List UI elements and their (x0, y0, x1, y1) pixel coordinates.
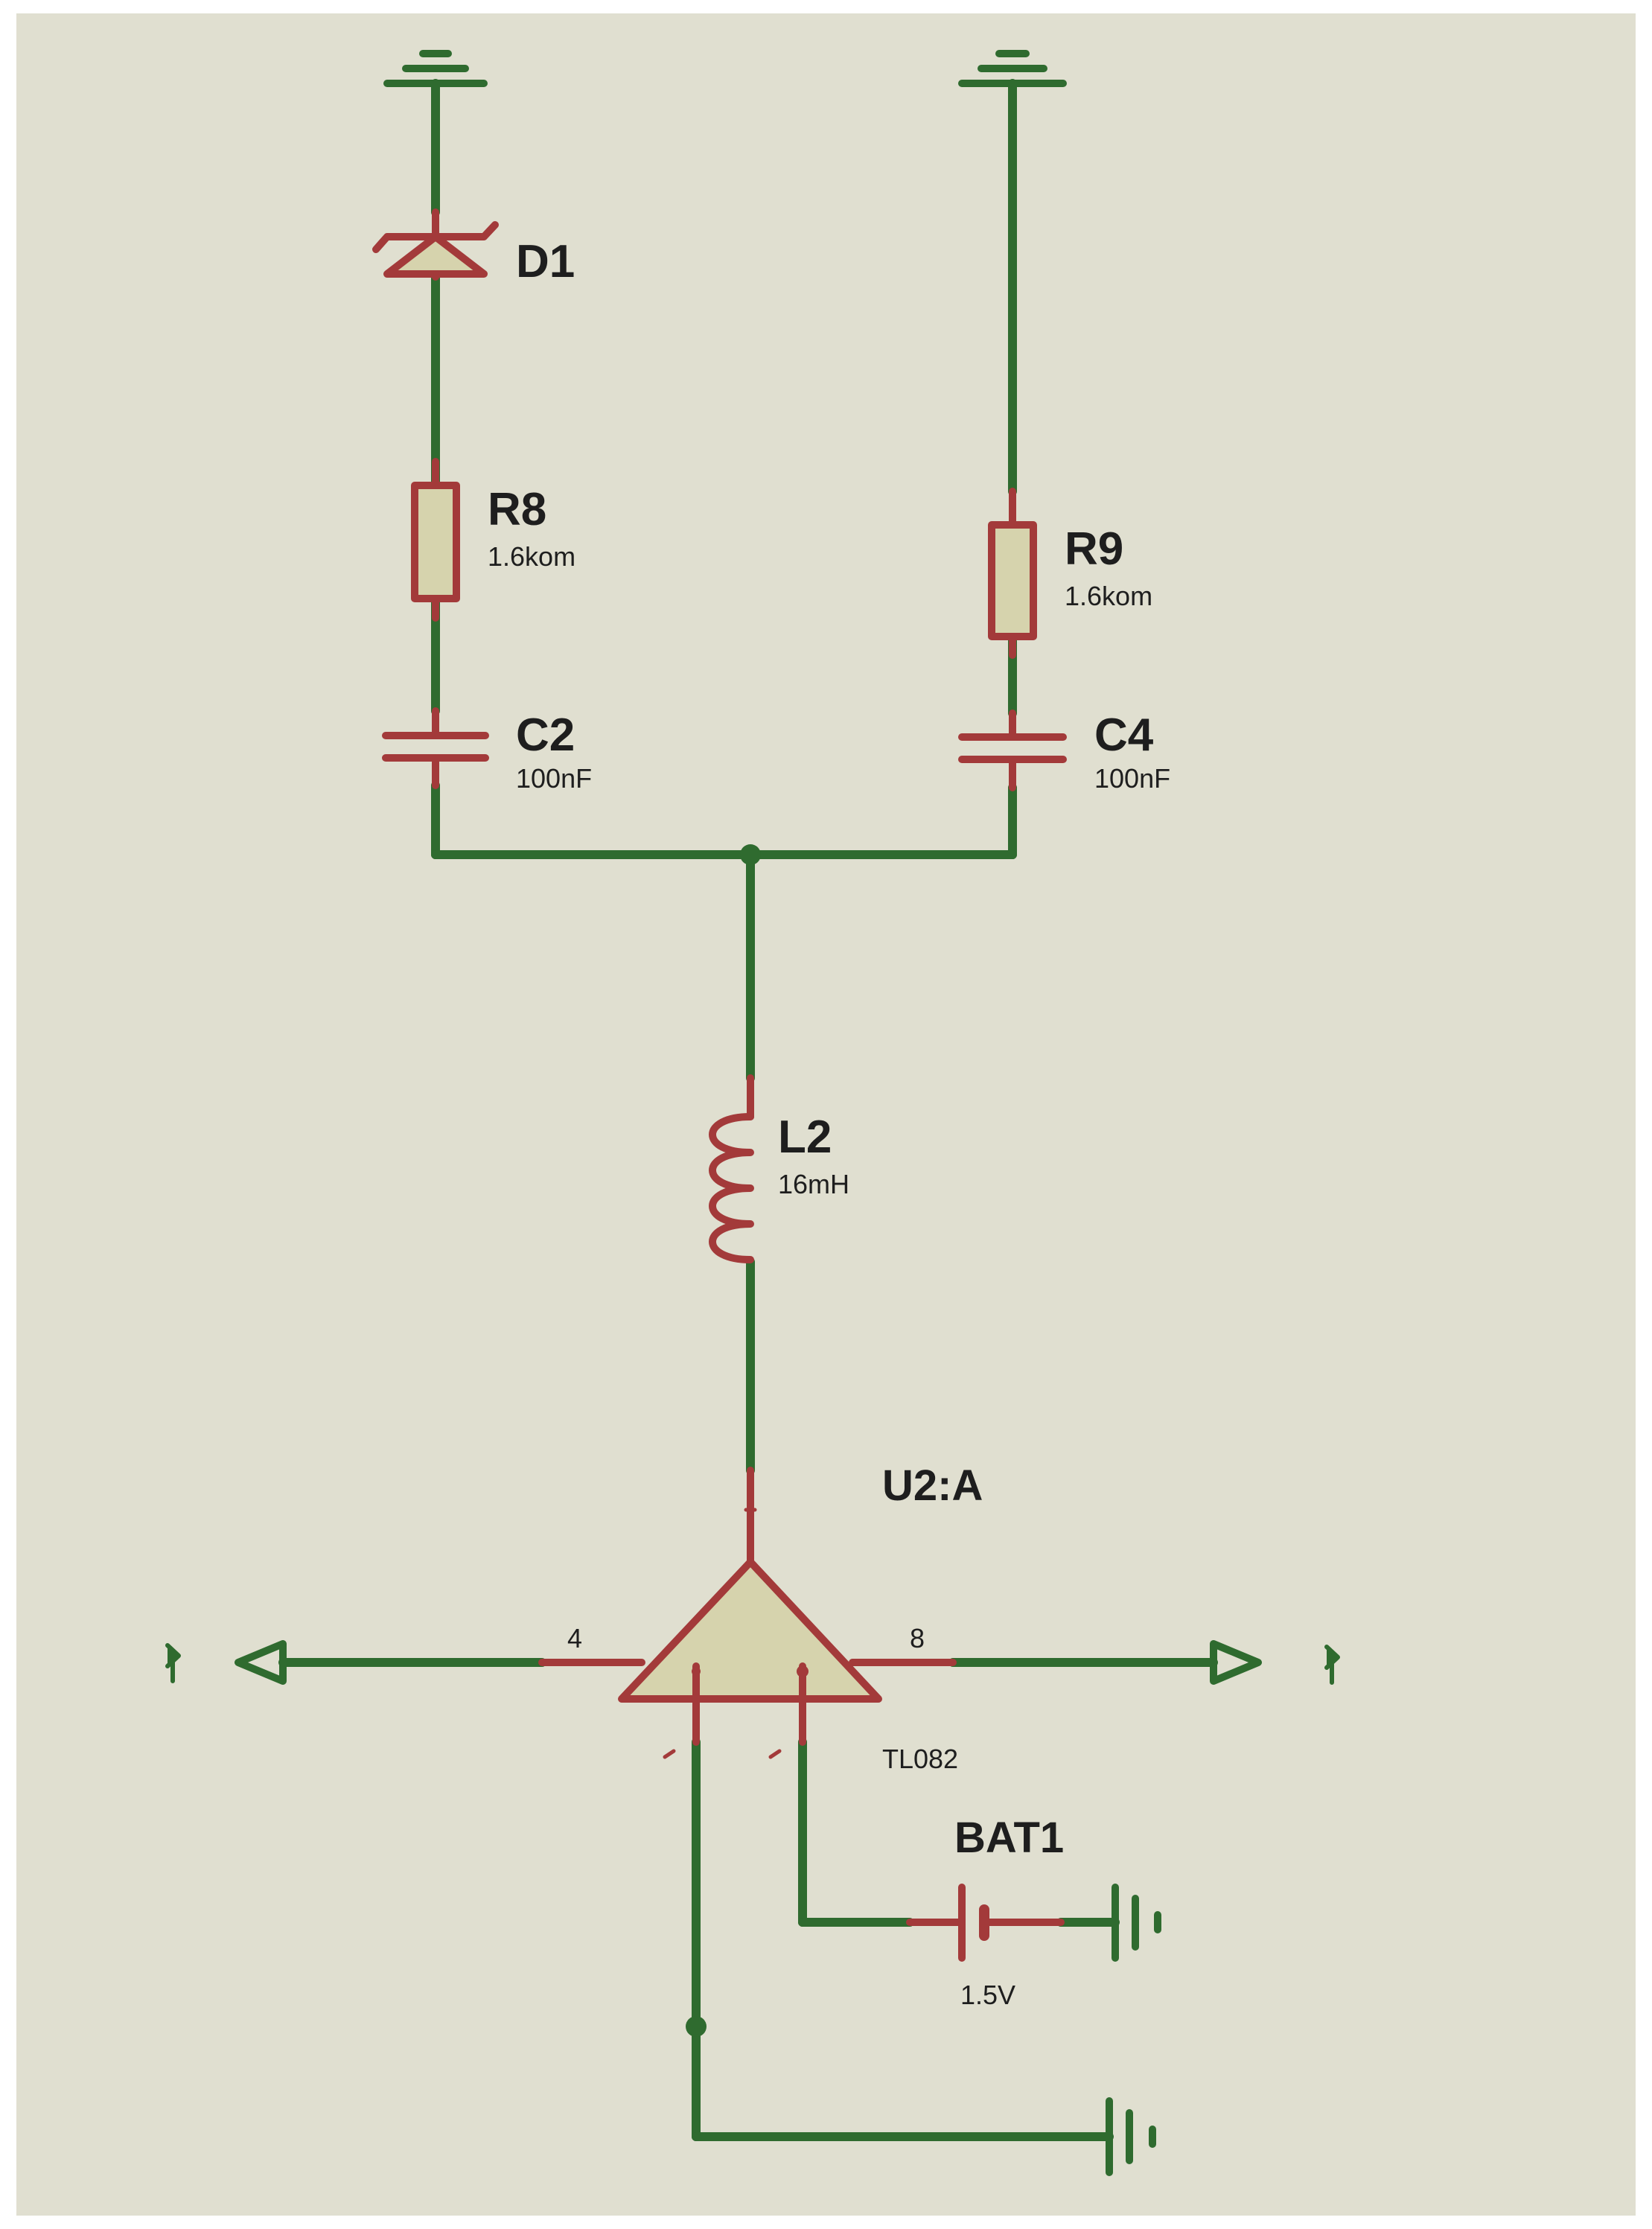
battery-bat1 (906, 1884, 1065, 1962)
opamp-u2 (538, 1467, 957, 1759)
pin-label-right: 8 (910, 1623, 925, 1654)
label-bat1: BAT1 (954, 1814, 1064, 1862)
port-arrows (235, 1640, 1262, 1685)
port-right-arrow-icon (1210, 1640, 1262, 1685)
label-r8: R8 (488, 484, 546, 535)
port-left-label-icon (165, 1643, 181, 1683)
junction-dot (686, 2016, 707, 2037)
label-d1: D1 (516, 236, 575, 287)
value-c2: 100nF (516, 763, 592, 794)
port-left-arrow-icon (235, 1640, 287, 1685)
capacitor-c2 (382, 707, 489, 789)
port-right-label-icon (1324, 1645, 1340, 1685)
labels: D1 R8 1.6kom R9 1.6kom C2 100nF C4 100nF… (488, 236, 1170, 2010)
ground-icon-right (958, 50, 1067, 87)
resistor-r8 (411, 458, 460, 622)
ground-icon-bottom (1106, 2097, 1156, 2176)
label-l2: L2 (778, 1112, 832, 1163)
ground-icon-left (383, 50, 488, 87)
inductor-l2 (709, 1074, 754, 1263)
value-r8: 1.6kom (488, 541, 575, 572)
pin-label-left: 4 (567, 1623, 582, 1654)
diode-d1 (372, 208, 499, 281)
label-c2: C2 (516, 709, 575, 761)
value-c4: 100nF (1094, 763, 1170, 794)
capacitor-c4 (958, 709, 1067, 791)
ground-symbols-top (383, 50, 1067, 87)
value-l2: 16mH (778, 1169, 849, 1199)
junctions (686, 844, 761, 2037)
value-r9: 1.6kom (1065, 581, 1152, 611)
value-bat1: 1.5V (960, 1980, 1015, 2010)
label-c4: C4 (1094, 709, 1154, 761)
part-u2: TL082 (882, 1744, 958, 1774)
label-u2: U2:A (882, 1461, 983, 1510)
junction-dot (740, 844, 761, 865)
resistor-r9 (988, 488, 1037, 659)
label-r9: R9 (1065, 523, 1123, 575)
schematic-canvas (16, 13, 1636, 2216)
ground-icon-bat (1112, 1884, 1161, 1962)
ground-symbols-bottom (1106, 1884, 1161, 2176)
